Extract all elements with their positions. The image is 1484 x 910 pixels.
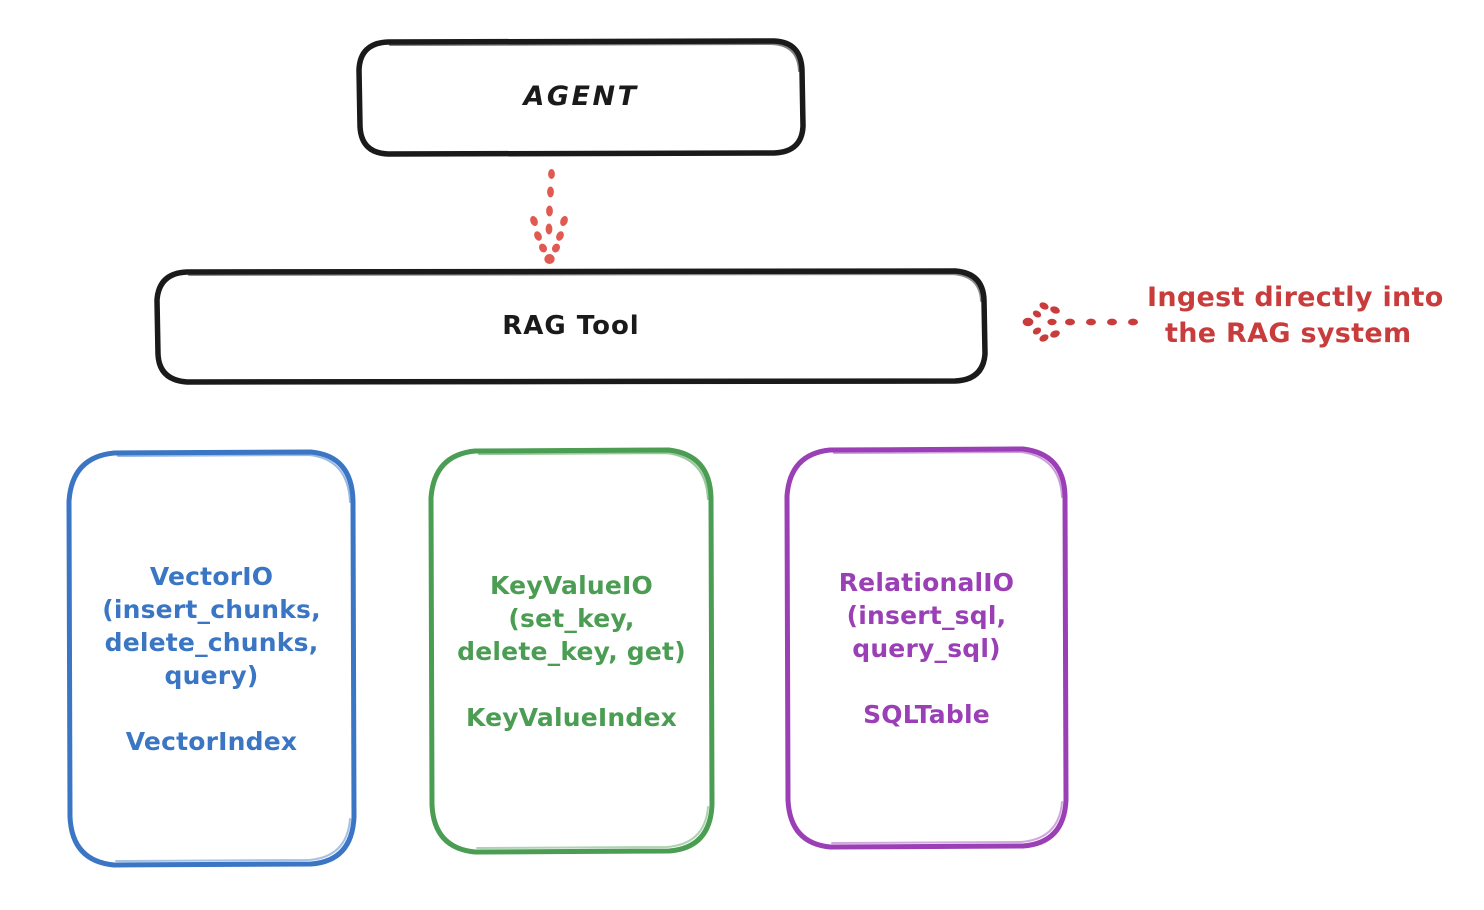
agent-label: AGENT (523, 81, 639, 113)
relational-io-label: RelationalIO (insert_sql, query_sql) SQL… (838, 567, 1015, 729)
node-rag-tool[interactable]: RAG Tool (154, 268, 988, 385)
node-vector-io[interactable]: VectorIO (insert_chunks, delete_chunks, … (66, 449, 357, 868)
node-relational-io[interactable]: RelationalIO (insert_sql, query_sql) SQL… (784, 446, 1069, 850)
key-value-io-label: KeyValueIO (set_key, delete_key, get) Ke… (457, 570, 686, 732)
node-key-value-io[interactable]: KeyValueIO (set_key, delete_key, get) Ke… (428, 447, 715, 855)
annotation-ingest-line1: Ingest directly into (1147, 282, 1444, 313)
rag-tool-label: RAG Tool (502, 310, 640, 341)
annotation-ingest-line2: the RAG system (1165, 317, 1412, 349)
vector-io-label: VectorIO (insert_chunks, delete_chunks, … (102, 561, 321, 756)
node-agent[interactable]: AGENT (356, 38, 806, 157)
annotation-ingest: Ingest directly into the RAG system (1147, 280, 1477, 351)
